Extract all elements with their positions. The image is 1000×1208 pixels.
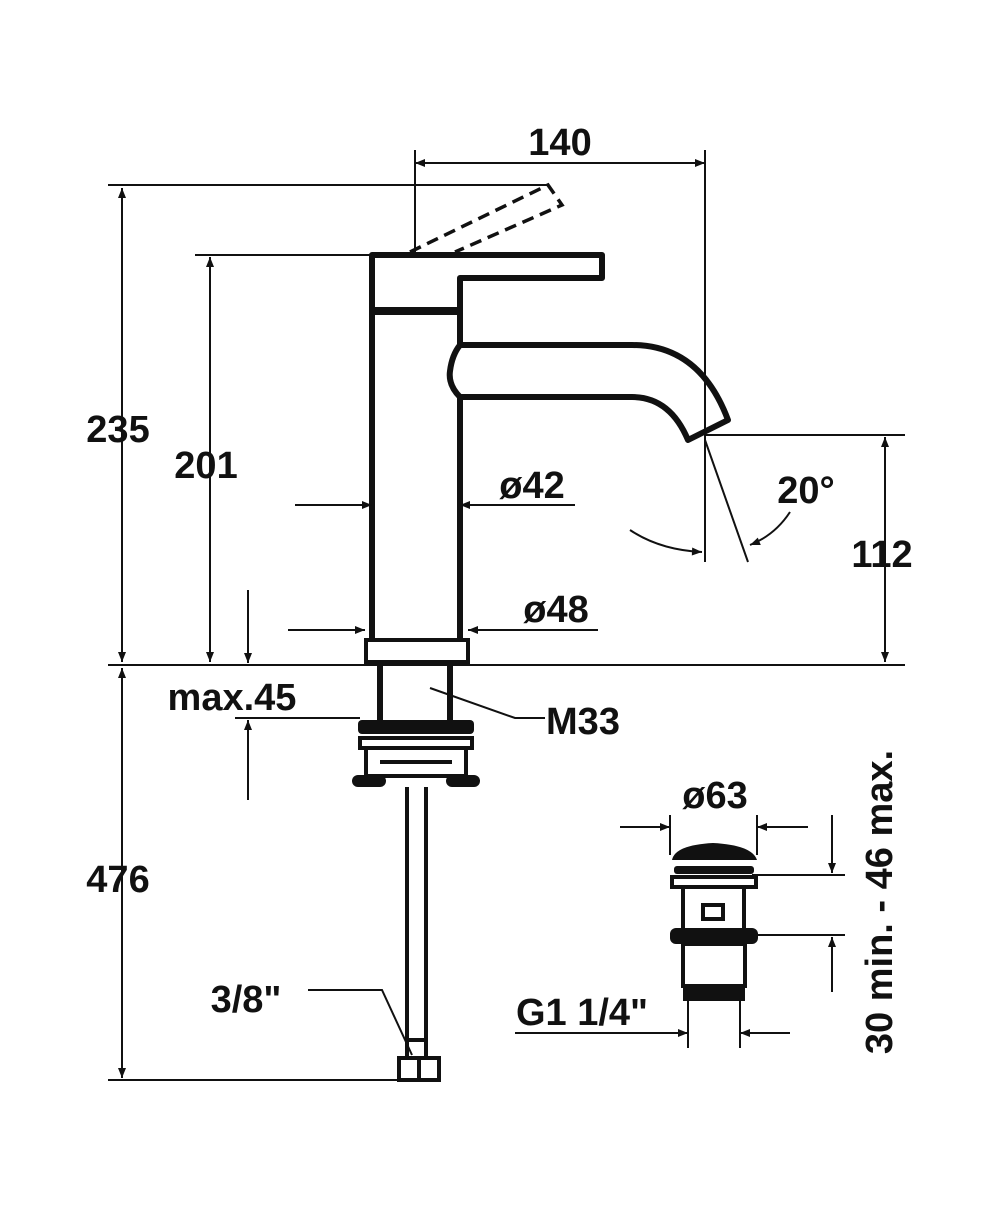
- spout: [446, 342, 731, 443]
- dim-angle: 20°: [777, 470, 834, 512]
- dim-235: 235: [86, 409, 149, 451]
- waste-dimension-lines: [515, 815, 845, 1037]
- label-hose-connection: 3/8": [211, 979, 282, 1021]
- dim-112: 112: [851, 534, 912, 576]
- shank: [377, 665, 453, 720]
- supply-hose: [405, 787, 428, 1058]
- faucet: [352, 182, 731, 1082]
- dim-body-diameter: ø42: [499, 465, 564, 507]
- label-m33: M33: [546, 701, 620, 743]
- faucet-body-outline: [369, 252, 605, 640]
- popup-waste: [670, 843, 758, 1048]
- dim-140: 140: [528, 122, 591, 164]
- dimension-lines: [108, 150, 905, 1081]
- waste-thread: G1 1/4": [516, 992, 648, 1034]
- dim-476: 476: [86, 859, 149, 901]
- waste-diameter: ø63: [682, 775, 747, 817]
- dim-max-45: max.45: [168, 677, 297, 719]
- mounting-nut: [352, 720, 480, 787]
- waste-range: 30 min. - 46 max.: [859, 750, 901, 1054]
- dim-base-diameter: ø48: [523, 589, 588, 631]
- lever-open-position: [409, 182, 565, 254]
- dim-201: 201: [174, 445, 237, 487]
- base-ring: [364, 638, 470, 664]
